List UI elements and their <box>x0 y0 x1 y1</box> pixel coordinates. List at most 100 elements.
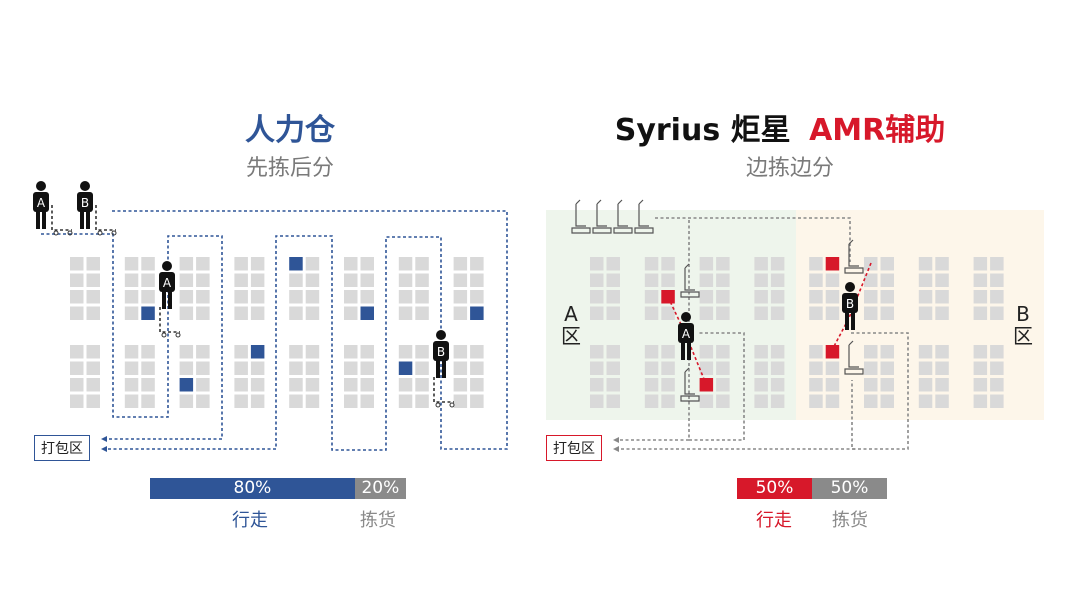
left-walk-bar: 80% <box>150 478 355 499</box>
rack-slot <box>699 361 714 375</box>
rack-slot <box>716 345 730 359</box>
rack-slot <box>234 306 248 320</box>
syrius-logo: Syrius <box>614 113 721 148</box>
rack-slot <box>470 394 484 408</box>
rack-slot <box>754 394 768 408</box>
rack-slot <box>86 273 100 287</box>
rack-slot <box>644 394 659 408</box>
rack-slot <box>415 306 429 320</box>
amr-robot-icon <box>613 199 633 234</box>
rack-slot <box>360 361 374 375</box>
amr-robot-icon <box>571 199 591 234</box>
left-pick-label: 拣货 <box>360 510 396 531</box>
rack-slot <box>179 290 194 304</box>
rack-slot <box>935 345 949 359</box>
wheel <box>53 230 59 236</box>
zone-a-label: A区 <box>561 302 581 348</box>
worker-a-body <box>678 323 694 343</box>
rack-slot <box>305 361 320 375</box>
rack-slot <box>124 394 139 408</box>
rack-slot <box>716 273 730 287</box>
rack-slot <box>289 394 303 408</box>
rack-slot <box>124 273 139 287</box>
rack-slot <box>606 273 620 287</box>
rack-slot <box>305 306 320 320</box>
rack-slot <box>398 257 413 271</box>
rack-slot <box>86 394 100 408</box>
rack-slot <box>809 273 823 287</box>
rack-slot <box>606 394 620 408</box>
rack-slot <box>809 257 823 271</box>
rack-slot <box>918 378 933 392</box>
rack-slot <box>234 273 248 287</box>
rack-slot <box>305 257 320 271</box>
rack-slot <box>880 345 894 359</box>
rack-slot <box>124 257 139 271</box>
walk-path <box>688 220 745 441</box>
rack-slot <box>250 361 265 375</box>
rack-slot <box>809 306 823 320</box>
rack-slot <box>770 378 785 392</box>
rack-slot <box>990 306 1004 320</box>
rack-slot <box>825 306 840 320</box>
rack-slot <box>305 273 320 287</box>
rack-slot <box>415 273 429 287</box>
rack-slot <box>344 361 358 375</box>
rack-slot <box>289 378 303 392</box>
rack-slot <box>935 378 949 392</box>
worker-a-body <box>159 272 175 292</box>
rack-slot <box>918 361 933 375</box>
right-title: Syrius 炬星 AMR辅助 <box>600 105 960 149</box>
rack-slot <box>86 290 100 304</box>
rack-slot <box>453 394 468 408</box>
rack-slot <box>716 306 730 320</box>
arrow-icon <box>101 436 107 442</box>
rack-slot <box>770 257 785 271</box>
rack-slot <box>590 378 604 392</box>
rack-slot <box>70 290 84 304</box>
cart-icon <box>95 205 116 231</box>
rack-slot <box>754 378 768 392</box>
rack-slot <box>86 306 100 320</box>
rack-slot <box>289 361 303 375</box>
rack-slot <box>398 394 413 408</box>
rack-slot <box>809 394 823 408</box>
rack-slot <box>918 394 933 408</box>
left-subtitle: 先拣后分 <box>245 156 334 181</box>
rack-slot <box>234 257 248 271</box>
rack-slot <box>70 394 84 408</box>
amr-robot-icon <box>844 340 864 375</box>
rack-slot <box>754 273 768 287</box>
left-title: 人力仓 <box>245 113 335 148</box>
rack-slot <box>973 257 988 271</box>
rack-slot <box>453 290 468 304</box>
worker-b-letter: B <box>846 297 854 311</box>
wheel <box>67 230 73 236</box>
rack-slot <box>644 345 659 359</box>
rack-slot <box>935 273 949 287</box>
rack-slot <box>644 257 659 271</box>
rack-slot <box>234 361 248 375</box>
worker-a-head <box>36 181 46 191</box>
rack-slot <box>661 345 675 359</box>
rack-slot <box>590 345 604 359</box>
rack-slot <box>141 394 155 408</box>
rack-slot <box>973 361 988 375</box>
rack-slot <box>864 290 878 304</box>
rack-slot <box>590 273 604 287</box>
rack-slot <box>590 306 604 320</box>
rack-slot <box>141 257 155 271</box>
rack-slot <box>716 378 730 392</box>
rack-slot <box>141 361 155 375</box>
rack-slot <box>196 290 210 304</box>
rack-slot <box>398 378 413 392</box>
rack-slot <box>470 345 484 359</box>
rack-slot <box>344 306 358 320</box>
rack-slot <box>770 306 785 320</box>
rack-slot <box>699 273 714 287</box>
rack-slot <box>234 290 248 304</box>
rack-slot <box>644 290 659 304</box>
amr-title: AMR辅助 <box>809 113 946 148</box>
rack-slot <box>770 290 785 304</box>
